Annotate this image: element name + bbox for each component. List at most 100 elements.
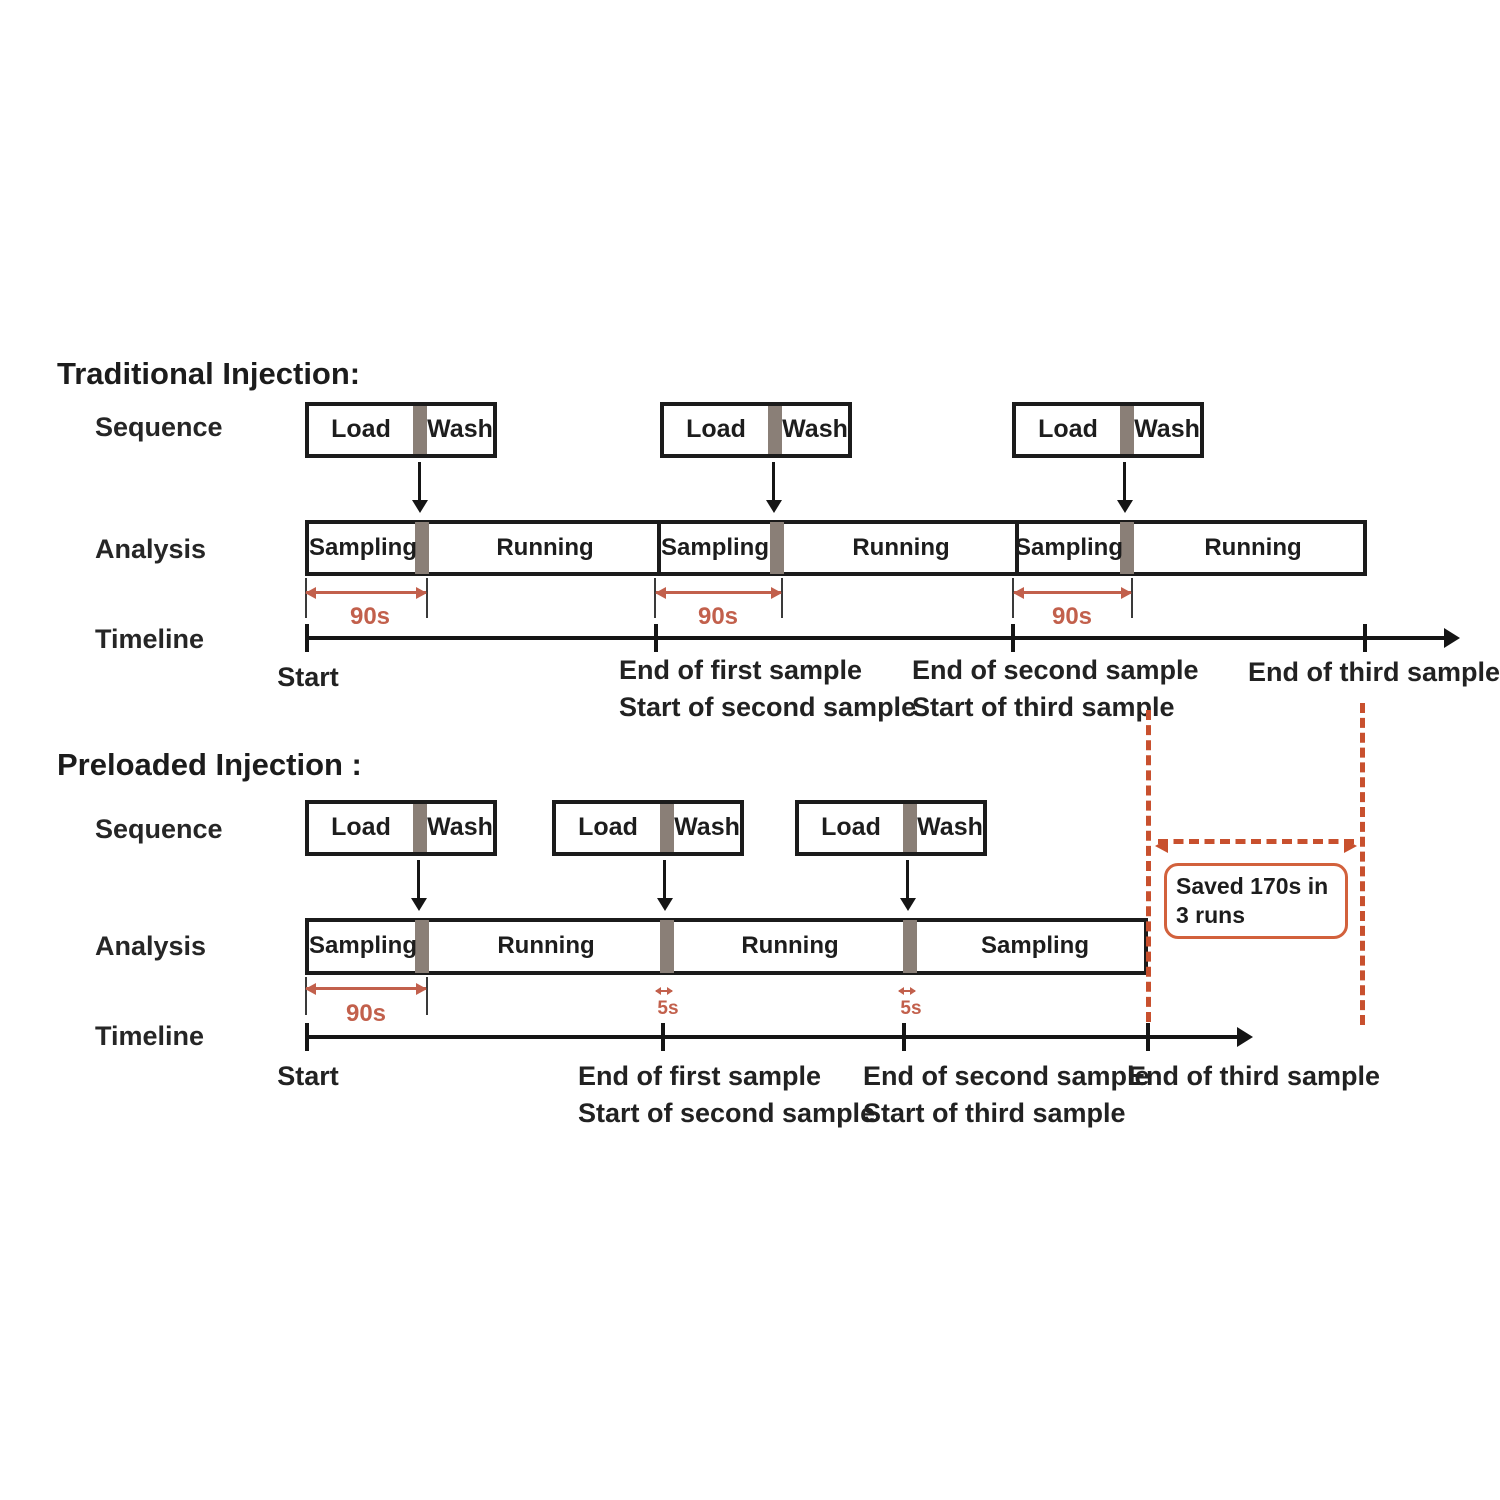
wash-cell: Wash	[427, 415, 493, 443]
wash-cell: Wash	[782, 415, 848, 443]
dashed-line-right	[1360, 703, 1365, 1025]
down-arrow-icon	[663, 860, 666, 898]
load-cell: Load	[1038, 415, 1098, 443]
preloaded-sequence-row-label: Sequence	[95, 814, 223, 844]
traditional-title: Traditional Injection:	[57, 356, 361, 391]
segment-label: Sampling	[308, 534, 418, 561]
timeline-tick	[661, 1023, 665, 1051]
duration-arrow-small	[656, 990, 672, 992]
wash-cell: Wash	[1134, 415, 1200, 443]
segment-label: Sampling	[660, 534, 770, 561]
preloaded-sequence-box-3: Load Wash	[795, 800, 987, 856]
timeline-label: Start of third sample	[912, 692, 1175, 722]
segment-label: Running	[497, 932, 595, 959]
traditional-sequence-box-3: Load Wash	[1012, 402, 1204, 458]
timeline-label: End of first sample	[578, 1061, 822, 1091]
timeline-tick	[654, 624, 658, 652]
segment-label: Running	[741, 932, 839, 959]
wash-cell: Wash	[427, 813, 493, 841]
preloaded-sequence-box-1: Load Wash	[305, 800, 497, 856]
extension-line	[781, 578, 783, 618]
down-arrow-icon	[1123, 462, 1126, 500]
duration-arrow	[306, 591, 426, 594]
duration-label-small: 5s	[900, 998, 922, 1019]
preloaded-analysis-row-label: Analysis	[95, 931, 207, 961]
duration-arrow	[1014, 591, 1131, 594]
timeline-tick	[1146, 1023, 1150, 1051]
segment-boundary	[1015, 524, 1019, 572]
traditional-timeline-row-label: Timeline	[95, 624, 205, 654]
down-arrow-icon	[906, 860, 909, 898]
load-cell: Load	[821, 813, 881, 841]
saved-time-arrow	[1155, 839, 1357, 853]
injection-divider	[903, 804, 917, 852]
load-cell: Load	[686, 415, 746, 443]
traditional-sequence-row-label: Sequence	[95, 412, 223, 442]
traditional-sequence-box-2: Load Wash	[660, 402, 852, 458]
extension-line	[305, 977, 307, 1015]
timeline-tick	[902, 1023, 906, 1051]
timeline-label: End of second sample	[863, 1061, 1150, 1091]
timeline-label-end: End of third sample	[1128, 1061, 1381, 1091]
duration-arrow-small	[899, 990, 915, 992]
down-arrow-icon	[417, 860, 420, 898]
traditional-timeline-axis	[305, 636, 1445, 640]
preloaded-analysis-bar: Sampling Running Running Sampling	[305, 918, 1148, 975]
down-arrow-icon	[418, 462, 421, 500]
duration-arrow	[656, 591, 781, 594]
saved-note-box: Saved 170s in 3 runs	[1164, 863, 1348, 939]
segment-label: Running	[496, 534, 594, 561]
segment-label: Sampling	[308, 932, 418, 959]
segment-label: Sampling	[1014, 534, 1124, 561]
extension-line	[426, 977, 428, 1015]
duration-label-small: 5s	[657, 998, 679, 1019]
traditional-analysis-bar: Sampling Running Sampling Running Sampli…	[305, 520, 1367, 576]
injection-divider	[413, 406, 427, 454]
load-cell: Load	[331, 813, 391, 841]
injection-divider	[1120, 522, 1134, 574]
preloaded-timeline-row-label: Timeline	[95, 1021, 205, 1051]
down-arrow-icon	[772, 462, 775, 500]
traditional-analysis-row-label: Analysis	[95, 534, 207, 564]
preloaded-title: Preloaded Injection :	[57, 747, 362, 782]
injection-divider	[413, 804, 427, 852]
injection-divider	[903, 920, 917, 973]
duration-label: 90s	[1051, 603, 1093, 630]
extension-line	[426, 578, 428, 618]
injection-divider	[768, 406, 782, 454]
injection-divider	[660, 920, 674, 973]
duration-label: 90s	[349, 603, 391, 630]
timeline-label-end: End of third sample	[1248, 657, 1500, 687]
segment-boundary	[657, 524, 661, 572]
injection-divider	[660, 804, 674, 852]
timeline-label: End of first sample	[619, 655, 863, 685]
traditional-sequence-box-1: Load Wash	[305, 402, 497, 458]
timeline-label-start: Start	[277, 662, 339, 692]
timeline-label: End of second sample	[912, 655, 1199, 685]
load-cell: Load	[578, 813, 638, 841]
timeline-label: Start of third sample	[863, 1098, 1126, 1128]
preloaded-sequence-box-2: Load Wash	[552, 800, 744, 856]
duration-label: 90s	[697, 603, 739, 630]
injection-divider	[415, 522, 429, 574]
timeline-label: Start of second sample	[619, 692, 917, 722]
duration-arrow	[306, 987, 426, 990]
segment-label: Sampling	[980, 932, 1090, 959]
timeline-tick	[1363, 624, 1367, 652]
injection-divider	[770, 522, 784, 574]
timeline-tick	[305, 624, 309, 652]
wash-cell: Wash	[917, 813, 983, 841]
segment-label: Running	[852, 534, 950, 561]
timeline-tick	[1011, 624, 1015, 652]
injection-divider	[1120, 406, 1134, 454]
injection-divider	[415, 920, 429, 973]
duration-label: 90s	[345, 1000, 387, 1027]
timeline-tick	[305, 1023, 309, 1051]
wash-cell: Wash	[674, 813, 740, 841]
timeline-label-start: Start	[277, 1061, 339, 1091]
load-cell: Load	[331, 415, 391, 443]
timeline-label: Start of second sample	[578, 1098, 876, 1128]
preloaded-timeline-axis	[305, 1035, 1238, 1039]
dashed-line-left	[1146, 710, 1151, 1022]
